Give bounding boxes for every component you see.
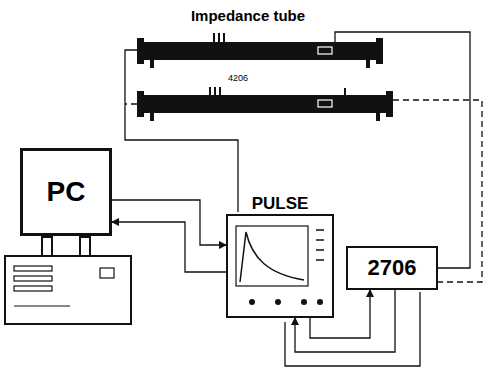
analyzer-panel xyxy=(226,214,334,318)
bottom-tube xyxy=(137,87,393,121)
decay-curve xyxy=(228,216,332,316)
box-text: PC xyxy=(47,176,86,208)
signal-connector xyxy=(112,222,226,272)
instrument-box: 2706 xyxy=(346,246,438,290)
pc-tower xyxy=(5,237,131,324)
diagram-title: Impedance tube xyxy=(0,7,496,24)
box-text: 2706 xyxy=(368,255,417,281)
analyzer-box: PULSE xyxy=(226,194,334,318)
wires xyxy=(125,32,470,366)
top-tube xyxy=(137,33,383,68)
box-heading: PULSE xyxy=(226,194,334,214)
model-number: 4206 xyxy=(228,73,248,83)
pc-monitor: PC xyxy=(20,148,112,236)
